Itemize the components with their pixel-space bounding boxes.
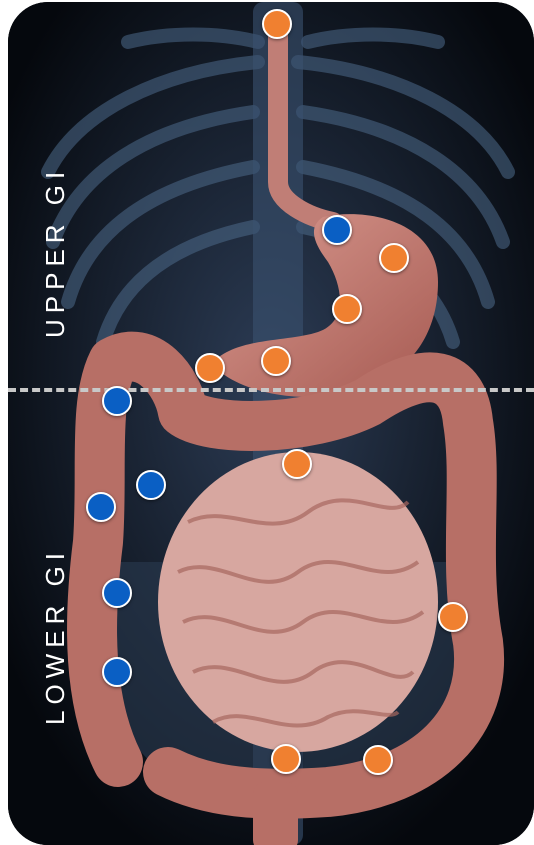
upper-gi-marker-pylorus[interactable] — [195, 353, 225, 383]
upper-lower-divider — [8, 388, 534, 392]
lower-gi-marker-cecum-upper[interactable] — [102, 578, 132, 608]
lower-gi-marker-sigmoid-left[interactable] — [271, 744, 301, 774]
lower-gi-marker-ascending-mid[interactable] — [136, 470, 166, 500]
upper-gi-label: UPPER GI — [40, 166, 71, 338]
upper-gi-marker-stomach-fundus[interactable] — [322, 215, 352, 245]
upper-gi-marker-stomach-body[interactable] — [332, 294, 362, 324]
lower-gi-marker-sigmoid-right[interactable] — [363, 745, 393, 775]
lower-gi-marker-cecum[interactable] — [102, 657, 132, 687]
upper-gi-marker-esophagus-top[interactable] — [262, 9, 292, 39]
small-intestine — [158, 452, 438, 752]
digestive-system-illustration — [8, 2, 534, 845]
lower-gi-label: LOWER GI — [40, 547, 71, 725]
rectum — [253, 782, 298, 845]
anatomy-image-frame — [8, 2, 534, 845]
upper-gi-marker-stomach-antrum[interactable] — [261, 346, 291, 376]
lower-gi-marker-transverse[interactable] — [282, 449, 312, 479]
lower-gi-marker-ascending-top[interactable] — [102, 386, 132, 416]
lower-gi-marker-ascending-side[interactable] — [86, 492, 116, 522]
upper-gi-marker-stomach-upper[interactable] — [379, 243, 409, 273]
lower-gi-marker-descending[interactable] — [438, 602, 468, 632]
